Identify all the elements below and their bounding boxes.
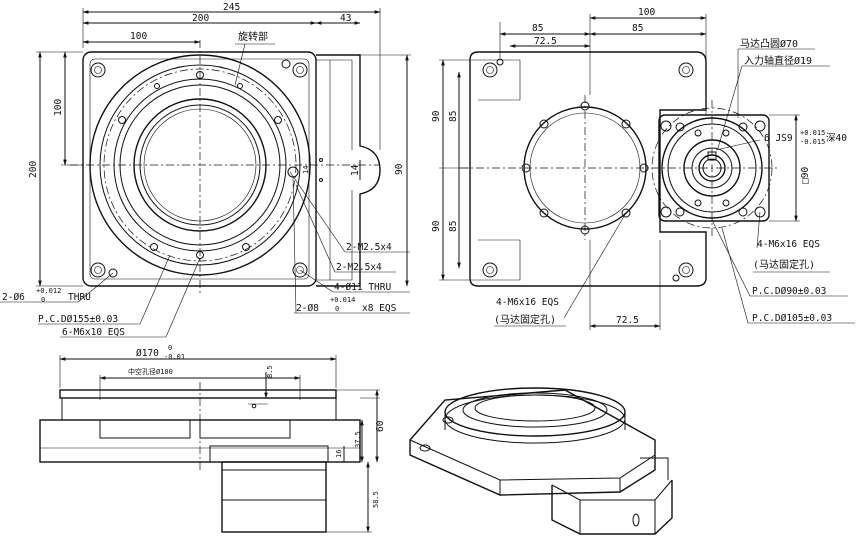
side-view: Ø170 0 -0.01 中空孔径Ø100 8.5 60 37.5 16 58.… [39, 344, 386, 533]
dim-170: Ø170 [136, 348, 159, 359]
callout-8-tol-low: 0 [335, 305, 339, 313]
dim-8-5: 8.5 [266, 365, 274, 378]
dim-motor-85b: 85 [632, 23, 643, 34]
dim-motor-85-bot: 85 [448, 221, 459, 232]
dim-sq90: □90 [800, 167, 811, 184]
dim-motor-72-5: 72.5 [534, 36, 557, 47]
motor-flange-view: 100 85 85 72.5 90 90 85 85 □90 马达凸圆Ø70 入… [431, 7, 855, 330]
label-key-prefix: 6 JS9 [764, 133, 793, 144]
top-view-housing-tab [316, 54, 381, 287]
motor-view-base-plate [469, 51, 707, 287]
dim-200: 200 [192, 13, 209, 24]
dim-left-100: 100 [53, 99, 64, 116]
dim-motor-90-bot: 90 [431, 220, 442, 232]
label-key-tol-up: +0.015 [800, 129, 825, 137]
corner-holes [90, 59, 308, 278]
dim-37-5: 37.5 [354, 431, 362, 448]
dim-170-tol-low: -0.01 [164, 353, 185, 361]
dim-58-5: 58.5 [372, 491, 380, 508]
dim-16: 16 [335, 450, 343, 458]
callout-6-thru: 2-Ø6 [2, 292, 25, 303]
callout-m6x16-bottom: 4-M6x16 EQS [496, 297, 559, 308]
callout-pcd90: P.C.DØ90±0.03 [752, 286, 826, 297]
callout-8-tol-up: +0.014 [330, 296, 355, 304]
callout-m6x16-right: 4-M6x16 EQS [757, 239, 820, 250]
dim-motor-72-5b: 72.5 [616, 315, 639, 326]
dim-14b: 14 [302, 166, 310, 174]
dim-14: 14 [350, 164, 361, 176]
top-view-base-plate [82, 51, 317, 287]
callout-pcd155: P.C.DØ155±0.03 [38, 314, 118, 325]
side-view-motor [221, 461, 327, 533]
motor-fixing-holes [660, 120, 766, 218]
dim-motor-90-top: 90 [431, 110, 442, 122]
callout-6-suffix: THRU [68, 292, 91, 303]
callout-motor-fix-right: (马达固定孔) [753, 258, 815, 271]
callout-11-thru: 4-Ø11 THRU [334, 282, 391, 293]
label-motor-boss: 马达凸圆Ø70 [740, 38, 798, 50]
isometric-view [409, 387, 673, 535]
dim-43: 43 [340, 13, 351, 24]
label-rotating-part: 旋转部 [238, 30, 268, 43]
label-key-suffix: 深40 [826, 133, 847, 144]
callout-m6x10: 6-M6x10 EQS [62, 327, 125, 338]
dim-motor-85a: 85 [532, 23, 543, 34]
callout-m25-a: 2-M2.5x4 [346, 242, 392, 253]
callout-8-eqs: 2-Ø8 [296, 303, 319, 314]
callout-pcd105: P.C.DØ105±0.03 [752, 313, 832, 324]
top-view: 245 200 43 100 旋转部 200 100 90 14 14 2-M2… [0, 2, 411, 338]
dim-170-tol-up: 0 [168, 344, 172, 352]
dim-100: 100 [130, 31, 147, 42]
callout-8-suffix: x8 EQS [362, 303, 397, 314]
dim-left-200: 200 [28, 161, 39, 178]
side-view-table-top [59, 389, 337, 399]
label-input-shaft: 入力轴直径Ø19 [744, 54, 812, 67]
callout-m25-b: 2-M2.5x4 [336, 262, 382, 273]
callout-6-tol-up: +0.012 [36, 287, 61, 295]
label-key-tol-low: -0.015 [800, 138, 825, 146]
dim-245: 245 [223, 2, 240, 13]
dim-60: 60 [375, 420, 386, 432]
callout-6-tol-low: 0 [41, 296, 45, 304]
dim-hollow-bore: 中空孔径Ø100 [128, 367, 173, 376]
callout-motor-fix-bottom: (马达固定孔) [494, 313, 556, 326]
dim-right-90: 90 [394, 163, 405, 175]
dim-motor-85-top: 85 [448, 111, 459, 122]
motor-view-corner-holes [482, 58, 694, 282]
dim-motor-100: 100 [638, 7, 655, 18]
